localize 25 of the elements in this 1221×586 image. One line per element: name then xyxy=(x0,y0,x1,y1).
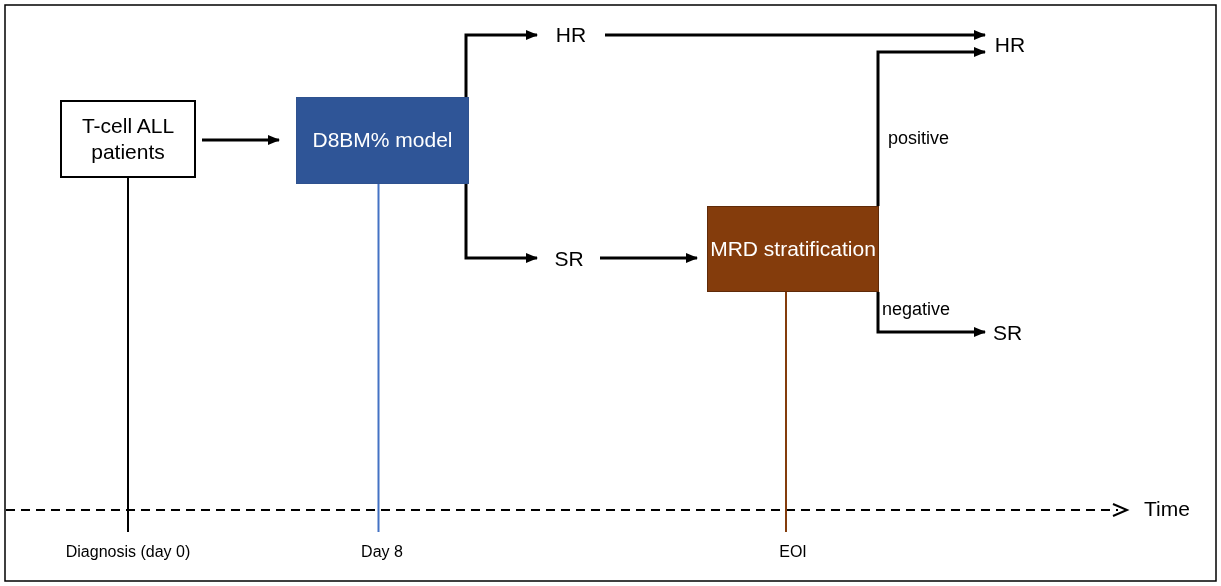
arrow xyxy=(876,47,986,206)
box-text: MRD stratification xyxy=(710,235,876,262)
arrow xyxy=(202,135,280,145)
outcome-label: SR xyxy=(540,244,598,274)
arrow xyxy=(605,30,986,40)
arrow xyxy=(464,30,538,97)
outcome-label: HR xyxy=(985,30,1035,60)
timeline-marker-line xyxy=(127,177,129,533)
box-text: T-cell ALL patients xyxy=(80,112,176,165)
box-text: D8BM% model xyxy=(312,127,453,154)
model-box xyxy=(296,97,469,184)
arrow xyxy=(876,292,986,337)
arrow xyxy=(600,253,698,263)
timepoint-label: Day 8 xyxy=(352,540,412,564)
timepoint-label: Diagnosis (day 0) xyxy=(38,540,218,564)
timepoint-label: EOI xyxy=(768,540,818,564)
outcome-label: SR xyxy=(985,318,1030,348)
start-box xyxy=(60,100,196,178)
arrow xyxy=(464,184,538,263)
timeline-marker-line xyxy=(377,183,380,533)
timeline-marker-line xyxy=(785,291,787,533)
outcome-label: HR xyxy=(540,20,602,50)
edge-label: positive xyxy=(886,128,952,149)
edge-label: negative xyxy=(880,299,953,320)
stratification-box xyxy=(707,206,879,292)
